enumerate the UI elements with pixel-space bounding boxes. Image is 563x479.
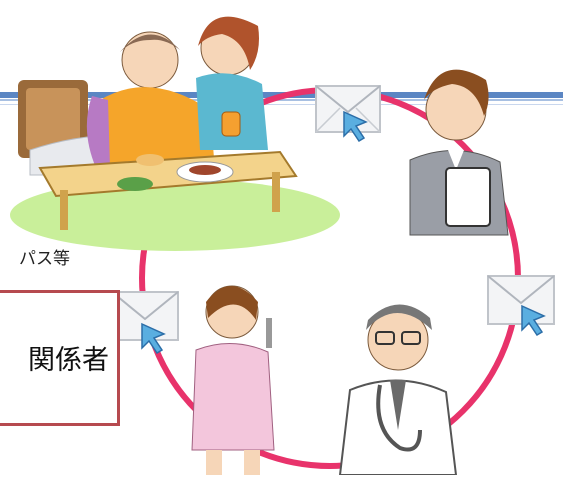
callout-label: 関係者 bbox=[28, 345, 109, 376]
mail-envelope-icon bbox=[315, 85, 381, 143]
caregiver-scene-image bbox=[10, 16, 340, 251]
care-manager-image bbox=[409, 69, 509, 236]
cursor-arrow-icon bbox=[141, 322, 166, 355]
mail-envelope-icon bbox=[487, 275, 555, 337]
doctor-image bbox=[338, 304, 458, 476]
mail-envelope-icon bbox=[111, 291, 179, 355]
nurse-image bbox=[191, 285, 275, 475]
cursor-arrow-icon bbox=[521, 304, 546, 337]
stakeholders-callout-box: 関係者 bbox=[0, 290, 120, 426]
caption-text: パス等 bbox=[19, 249, 70, 266]
cursor-arrow-icon bbox=[343, 110, 368, 143]
